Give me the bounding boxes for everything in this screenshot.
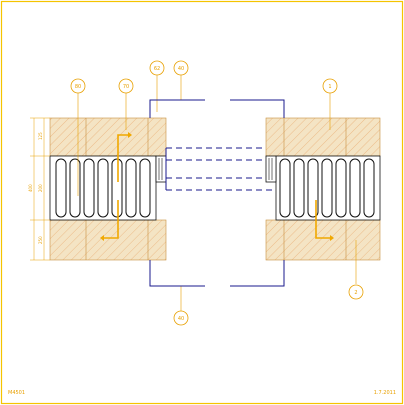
flow-arrow-right-bottom [315, 200, 330, 239]
flow-arrow-left-top [117, 134, 128, 182]
callout-80: 80 [70, 78, 86, 94]
callout-70: 70 [118, 78, 134, 94]
dim-bottom: 250 [38, 236, 43, 244]
callout-62: 62 [149, 60, 165, 76]
drawing-date: 1.7.2011 [374, 390, 396, 396]
right-steel-frame [230, 99, 285, 287]
callout-1-label: 1 [328, 84, 331, 90]
left-wall-section [49, 74, 182, 312]
left-top-insulation [49, 117, 167, 157]
callout-40-top-label: 40 [178, 66, 184, 72]
callout-40-bottom: 40 [173, 310, 189, 326]
right-tube-bundle [275, 155, 381, 221]
dim-total: 400 [28, 184, 33, 192]
left-bottom-insulation [49, 219, 167, 261]
dimension-chain [30, 117, 50, 261]
right-bottom-insulation [265, 219, 381, 261]
callout-70-label: 70 [123, 84, 129, 90]
callout-40-bottom-label: 40 [178, 316, 184, 322]
flow-arrow-left-bottom [104, 200, 119, 239]
callout-2: 2 [348, 284, 364, 300]
dim-mid: 200 [38, 184, 43, 192]
callout-40-top: 40 [173, 60, 189, 76]
callout-62-label: 62 [154, 66, 160, 72]
left-steel-frame [149, 99, 282, 287]
dim-top: 125 [38, 132, 43, 140]
callout-80-label: 80 [75, 84, 81, 90]
callout-1: 1 [322, 78, 338, 94]
callout-2-label: 2 [354, 290, 357, 296]
right-wall-section [265, 92, 381, 284]
drawing-code: M4501 [8, 390, 25, 396]
right-top-insulation [265, 117, 381, 157]
left-tube-bundle [49, 155, 157, 221]
